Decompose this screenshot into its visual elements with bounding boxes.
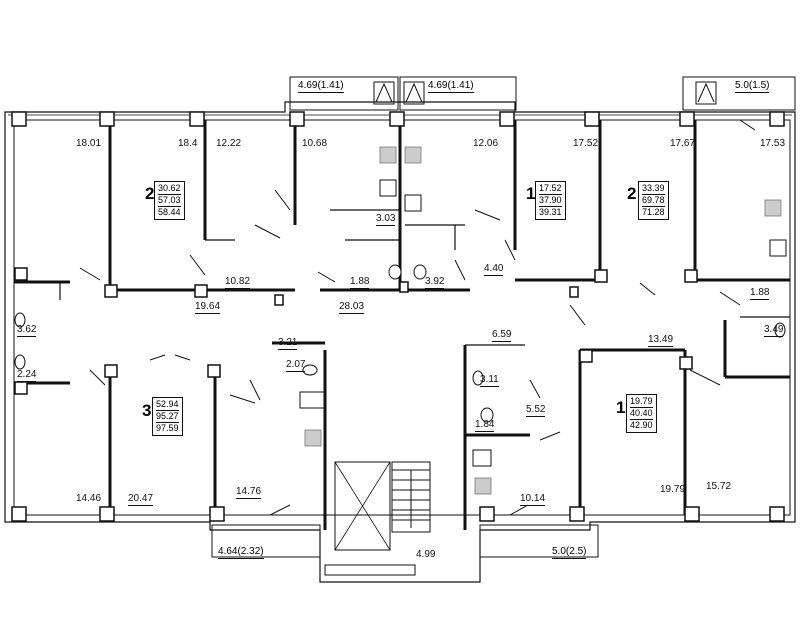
plumbing-fixtures xyxy=(14,179,787,467)
room-area-label: 18.4 xyxy=(178,138,198,149)
room-area-label: 14.46 xyxy=(76,493,102,504)
room-area-label: 17.52 xyxy=(573,138,599,149)
room-area-label: 2.24 xyxy=(17,369,37,382)
total-area: 57.03 xyxy=(158,195,181,207)
apartment-area-box: 30.62 57.03 58.44 xyxy=(154,181,185,220)
room-area-label: 12.06 xyxy=(473,138,499,149)
balcony-area-label: 4.69(1.41) xyxy=(428,80,474,93)
living-area: 30.62 xyxy=(158,183,181,195)
apartment-room-count: 1 xyxy=(526,184,536,203)
room-area-label: 2.07 xyxy=(286,359,306,372)
shaft-small xyxy=(274,281,579,306)
apartment-area-box: 33.39 69.78 71.28 xyxy=(638,181,669,220)
total-area-with-balcony: 58.44 xyxy=(158,207,181,217)
balcony-area-label: 4.69(1.41) xyxy=(298,80,344,93)
room-area-label: 18.01 xyxy=(76,138,102,149)
door-swings xyxy=(79,119,756,516)
room-area-label: 17.67 xyxy=(670,138,696,149)
room-area-label: 3.92 xyxy=(425,276,445,289)
total-area: 69.78 xyxy=(642,195,665,207)
apartment-area-box: 52.94 95.27 97.59 xyxy=(152,397,183,436)
room-area-label: 12.22 xyxy=(216,138,242,149)
interior-walls xyxy=(14,120,790,530)
room-area-label: 4.99 xyxy=(416,549,436,560)
room-area-label: 5.52 xyxy=(526,404,546,417)
total-area: 37.90 xyxy=(539,195,562,207)
vent-markers xyxy=(373,81,717,105)
room-area-label: 10.14 xyxy=(520,493,546,506)
total-area-with-balcony: 42.90 xyxy=(630,420,653,430)
room-area-label: 10.68 xyxy=(302,138,328,149)
tile-patches xyxy=(304,146,782,495)
room-area-label: 20.47 xyxy=(128,493,154,506)
room-area-label: 17.53 xyxy=(760,138,786,149)
room-area-label: 19.79 xyxy=(660,484,686,495)
apartment-room-count: 3 xyxy=(142,401,152,420)
balcony-outlines xyxy=(211,76,796,558)
balcony-area-label: 5.0(1.5) xyxy=(735,80,770,93)
total-area-with-balcony: 97.59 xyxy=(156,423,179,433)
balcony-area-label: 5.0(2.5) xyxy=(552,546,587,559)
apartment-room-count: 2 xyxy=(145,184,155,203)
total-area-with-balcony: 39.31 xyxy=(539,207,562,217)
total-area-with-balcony: 71.28 xyxy=(642,207,665,217)
room-area-label: 1.88 xyxy=(350,276,370,289)
room-area-label: 15.72 xyxy=(706,481,732,492)
apartment-area-box: 17.52 37.90 39.31 xyxy=(535,181,566,220)
living-area: 52.94 xyxy=(156,399,179,411)
apartment-area-box: 19.79 40.40 42.90 xyxy=(626,394,657,433)
room-area-label: 3.21 xyxy=(278,337,298,350)
room-area-label: 1.88 xyxy=(750,287,770,300)
stair-stairwell xyxy=(324,461,431,576)
living-area: 19.79 xyxy=(630,396,653,408)
thin-partitions xyxy=(59,209,790,346)
apartment-room-count: 2 xyxy=(627,184,637,203)
room-area-label: 4.40 xyxy=(484,263,504,276)
total-area: 40.40 xyxy=(630,408,653,420)
room-area-label: 3.62 xyxy=(17,324,37,337)
total-area: 95.27 xyxy=(156,411,179,423)
room-area-label: 13.49 xyxy=(648,334,674,347)
room-area-label: 6.59 xyxy=(492,329,512,342)
window-pillars xyxy=(11,111,785,522)
room-area-label: 1.84 xyxy=(475,419,495,432)
room-area-label: 3.49 xyxy=(764,324,784,337)
room-area-label: 28.03 xyxy=(339,301,365,314)
room-area-label: 19.64 xyxy=(195,301,221,314)
apartment-room-count: 1 xyxy=(616,398,626,417)
living-area: 33.39 xyxy=(642,183,665,195)
room-area-label: 10.82 xyxy=(225,276,251,289)
living-area: 17.52 xyxy=(539,183,562,195)
balcony-area-label: 4.64(2.32) xyxy=(218,546,264,559)
room-area-label: 3.03 xyxy=(376,213,396,226)
room-area-label: 14.76 xyxy=(236,486,262,499)
room-area-label: 3.11 xyxy=(480,374,499,387)
